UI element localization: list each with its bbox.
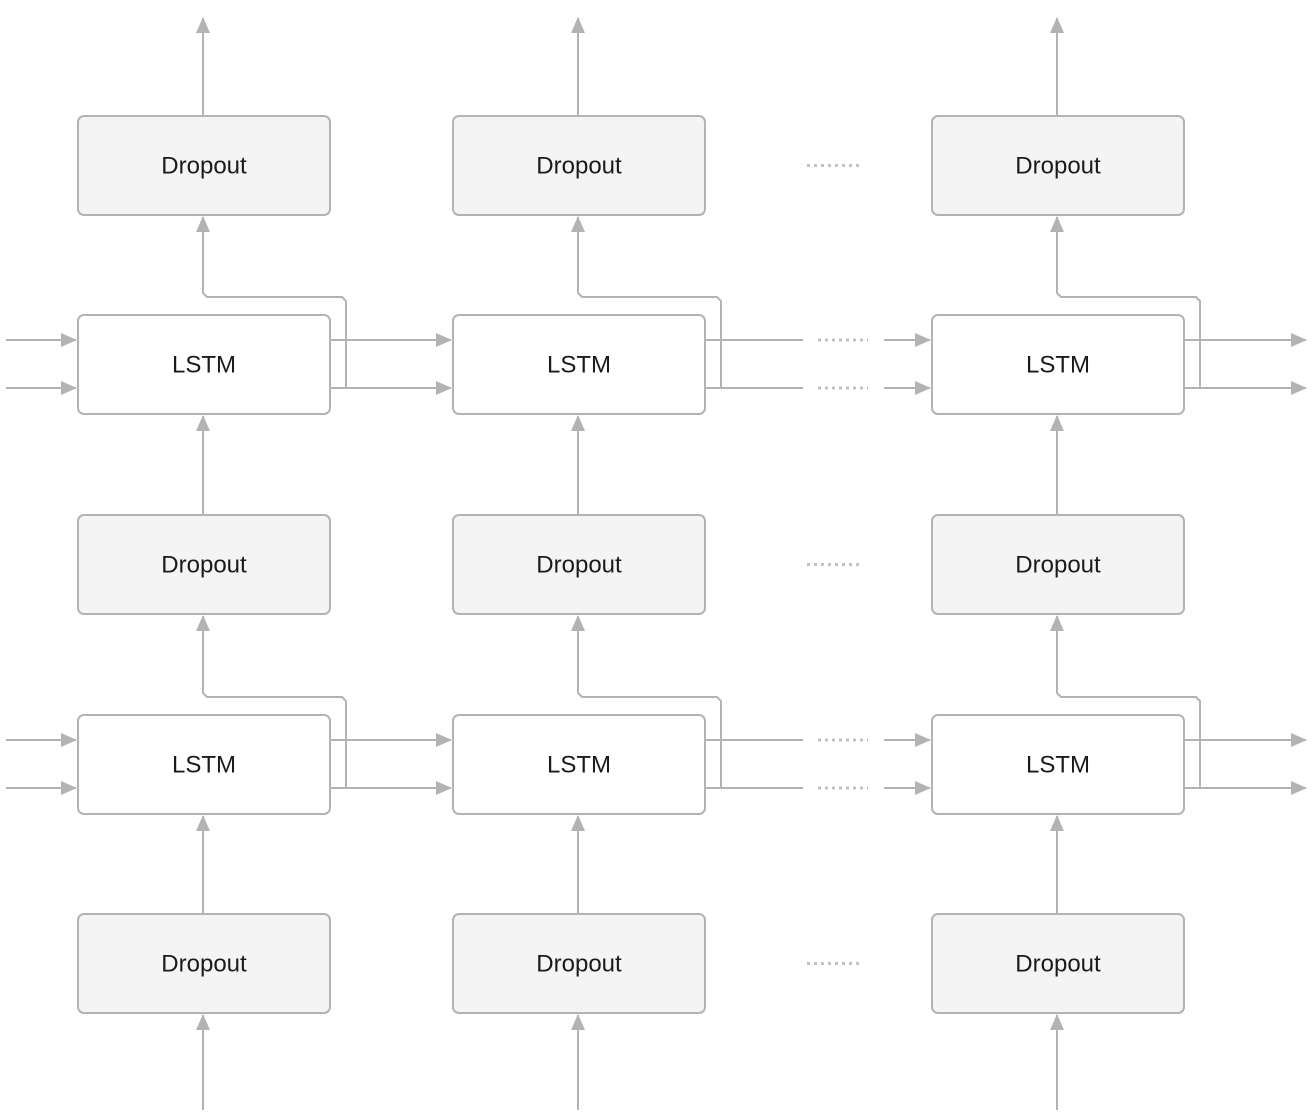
dropout-block: Dropout [931, 514, 1185, 615]
dropout-block: Dropout [77, 115, 331, 216]
dropout-label: Dropout [161, 951, 247, 978]
dropout-box [931, 514, 1185, 615]
dropout-label: Dropout [1015, 552, 1101, 579]
dropout-box [452, 514, 706, 615]
dropout-label: Dropout [161, 153, 247, 180]
lstm-block: LSTM [931, 314, 1185, 415]
lstm-label: LSTM [172, 352, 236, 379]
dropout-label: Dropout [536, 552, 622, 579]
lstm-label: LSTM [1026, 752, 1090, 779]
lstm-box [931, 714, 1185, 815]
connection-layer [6, 17, 1307, 1110]
dropout-block: Dropout [77, 514, 331, 615]
lstm-label: LSTM [172, 752, 236, 779]
dropout-block: Dropout [931, 115, 1185, 216]
dropout-block: Dropout [452, 514, 706, 615]
dropout-block: Dropout [452, 115, 706, 216]
lstm-label: LSTM [547, 752, 611, 779]
dropout-label: Dropout [1015, 153, 1101, 180]
lstm-box [77, 314, 331, 415]
lstm-to-dropout-arrow [1050, 615, 1201, 787]
lstm-box [77, 714, 331, 815]
dropout-box [452, 115, 706, 216]
dropout-box [931, 913, 1185, 1014]
dropout-label: Dropout [161, 552, 247, 579]
dropout-box [77, 115, 331, 216]
lstm-block: LSTM [452, 314, 706, 415]
lstm-to-dropout-arrow [196, 615, 347, 787]
dropout-label: Dropout [1015, 951, 1101, 978]
dropout-box [931, 115, 1185, 216]
lstm-box [452, 314, 706, 415]
dropout-block: Dropout [77, 913, 331, 1014]
dropout-box [452, 913, 706, 1014]
lstm-to-dropout-arrow [1050, 216, 1201, 387]
dropout-label: Dropout [536, 951, 622, 978]
lstm-to-dropout-arrow [571, 216, 722, 387]
dropout-box [77, 514, 331, 615]
lstm-label: LSTM [547, 352, 611, 379]
lstm-to-dropout-arrow [571, 615, 722, 787]
lstm-box [452, 714, 706, 815]
lstm-block: LSTM [452, 714, 706, 815]
dropout-block: Dropout [931, 913, 1185, 1014]
lstm-to-dropout-arrow [196, 216, 347, 387]
lstm-block: LSTM [77, 714, 331, 815]
lstm-block: LSTM [77, 314, 331, 415]
dropout-label: Dropout [536, 153, 622, 180]
lstm-box [931, 314, 1185, 415]
dropout-box [77, 913, 331, 1014]
dropout-block: Dropout [452, 913, 706, 1014]
lstm-label: LSTM [1026, 352, 1090, 379]
lstm-block: LSTM [931, 714, 1185, 815]
